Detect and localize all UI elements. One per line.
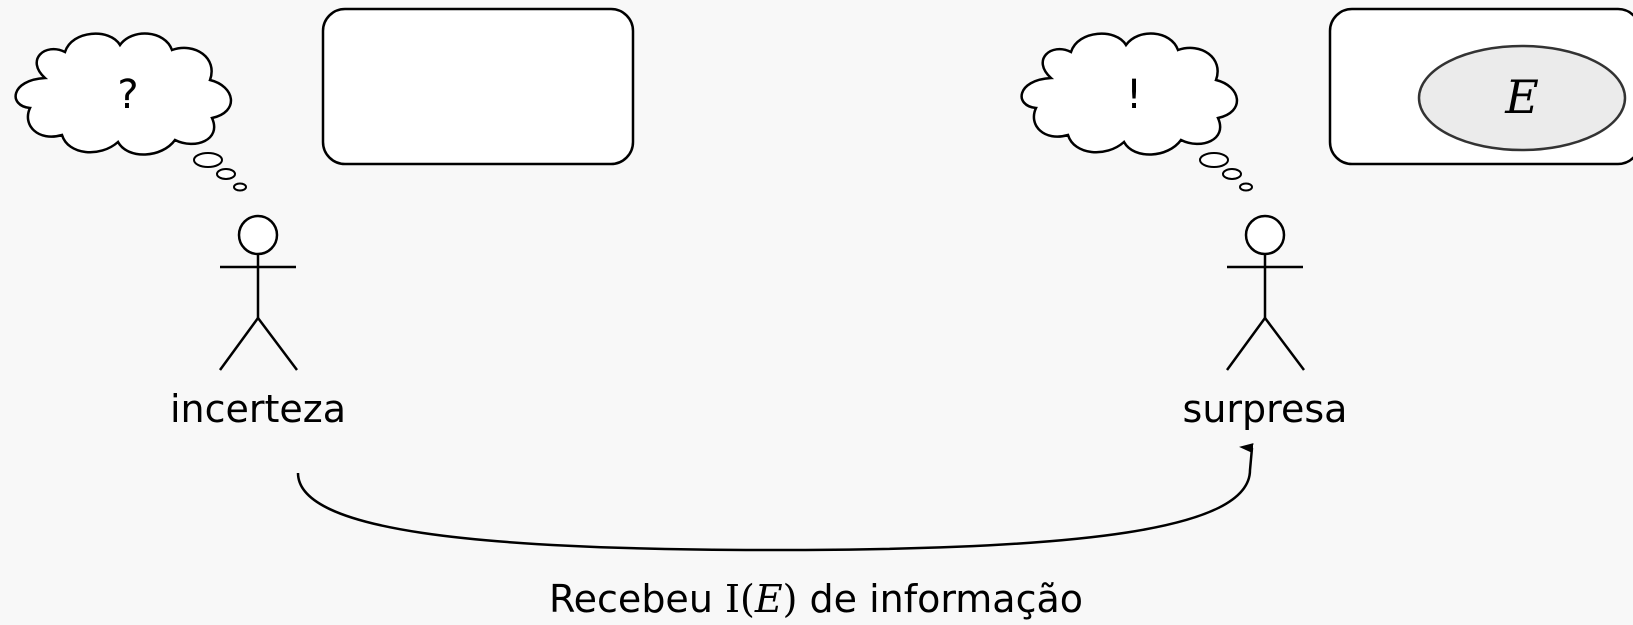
caption-var: E bbox=[754, 577, 783, 621]
caption-func: I( bbox=[725, 577, 755, 621]
event-ellipse bbox=[1417, 44, 1627, 152]
left-state-label: incerteza bbox=[170, 387, 346, 431]
right-stick-figure bbox=[1225, 214, 1305, 371]
right-thought-symbol: ! bbox=[1126, 72, 1142, 118]
transition-arrow bbox=[296, 443, 1254, 552]
right-state-label: surpresa bbox=[1183, 387, 1348, 431]
caption-prefix: Recebeu bbox=[549, 577, 725, 621]
event-symbol: E bbox=[1504, 70, 1539, 124]
left-thought-symbol: ? bbox=[117, 72, 138, 118]
caption-suffix: de informação bbox=[797, 577, 1083, 621]
transition-caption: Recebeu I(E) de informação bbox=[549, 577, 1083, 621]
left-thought-cloud: ? bbox=[14, 32, 247, 192]
left-stick-figure bbox=[218, 214, 298, 371]
caption-close: ) bbox=[783, 577, 798, 621]
left-sample-space-box bbox=[321, 7, 635, 166]
right-thought-cloud: ! bbox=[1020, 32, 1253, 192]
